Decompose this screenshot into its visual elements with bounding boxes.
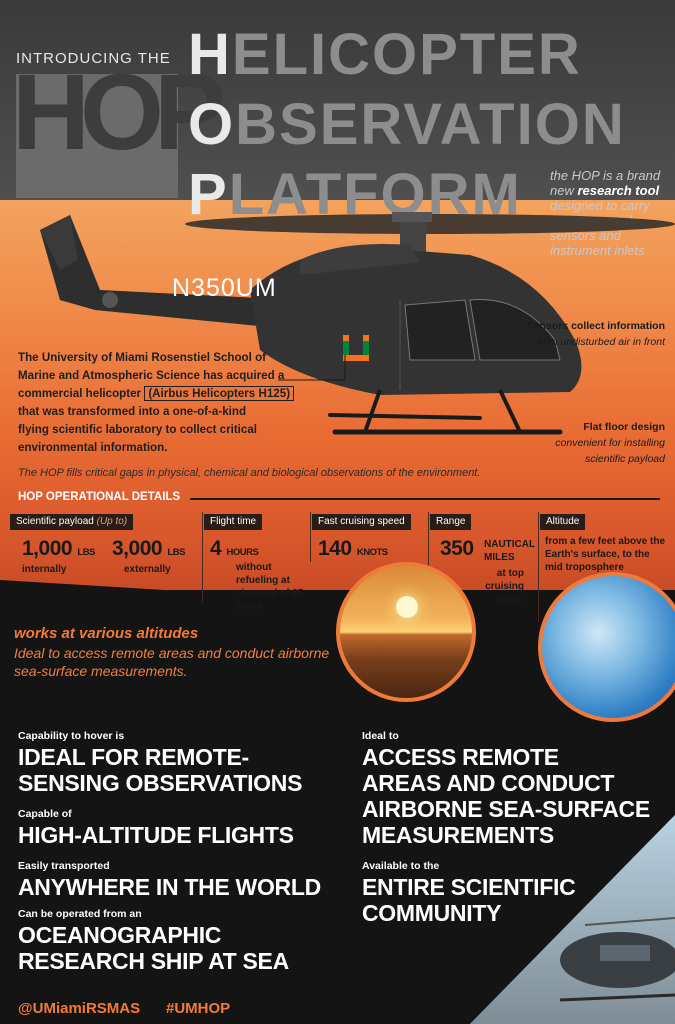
divider (310, 512, 311, 562)
payload-internal-value: 1,000 LBS (22, 537, 95, 560)
um-logo (343, 335, 369, 361)
registration-number: N350UM (172, 274, 277, 302)
range-value: 350 (440, 537, 474, 560)
payload-internal-sub: internally (22, 564, 67, 575)
payload-external-sub: externally (124, 564, 171, 575)
title-line-observation: OBSERVATION (188, 92, 626, 157)
callout-sensors: Sensors collect information from undistu… (526, 320, 665, 348)
cap-transport-big: ANYWHERE IN THE WORLD (18, 874, 321, 900)
footer-hashtag[interactable]: #UMHOP (166, 1000, 231, 1017)
divider (538, 512, 539, 622)
title-line-platform: PLATFORM (188, 162, 522, 227)
altitudes-sub: Ideal to access remote areas and conduct… (14, 645, 330, 679)
label-payload: Scientific payload (Up to) (10, 514, 134, 530)
model-note: (Airbus Helicopters H125) (144, 386, 295, 401)
title-line-helicopter: HELICOPTER (188, 22, 582, 87)
range-unit: NAUTICAL MILES (484, 539, 535, 563)
clouds-photo (538, 572, 675, 722)
range-sub: at top cruising speed (485, 568, 524, 605)
cap-community-small: Available to the (362, 860, 440, 872)
sunset-photo (336, 562, 476, 702)
cap-altitude-small: Capable of (18, 808, 72, 820)
divider (428, 512, 429, 602)
sun-icon (396, 596, 418, 618)
intro-text: INTRODUCING THE (16, 50, 171, 67)
cap-hover-big: IDEAL FOR REMOTE-SENSING OBSERVATIONS (18, 744, 303, 796)
payload-external-value: 3,000 LBS (112, 537, 185, 560)
altitude-desc: from a few feet above the Earth's surfac… (545, 536, 666, 573)
description: The University of Miami Rosenstiel Schoo… (18, 349, 295, 457)
gaps-note: The HOP fills critical gaps in physical,… (18, 467, 481, 479)
altitudes-headline: works at various altitudes (14, 625, 199, 642)
cap-ship-small: Can be operated from an (18, 908, 142, 920)
cap-altitude-big: HIGH-ALTITUDE FLIGHTS (18, 822, 294, 848)
label-flight-time: Flight time (204, 514, 263, 530)
speed-value: 140 KNOTS (318, 537, 388, 560)
cap-remote-small: Ideal to (362, 730, 399, 742)
flight-time-sub: without refueling at airspeed of 65 knot… (236, 562, 304, 612)
label-speed: Fast cruising speed (312, 514, 411, 530)
footer-handle[interactable]: @UMiamiRSMAS (18, 1000, 141, 1017)
divider (202, 512, 203, 602)
ops-divider (190, 498, 660, 500)
flight-time-value: 4 HOURS (210, 537, 259, 560)
hop-logo-box (16, 74, 178, 198)
ops-title: HOP OPERATIONAL DETAILS (18, 491, 181, 503)
label-altitude: Altitude (540, 514, 586, 530)
cap-transport-small: Easily transported (18, 860, 110, 872)
label-range: Range (430, 514, 472, 530)
cap-hover-small: Capability to hover is (18, 730, 125, 742)
